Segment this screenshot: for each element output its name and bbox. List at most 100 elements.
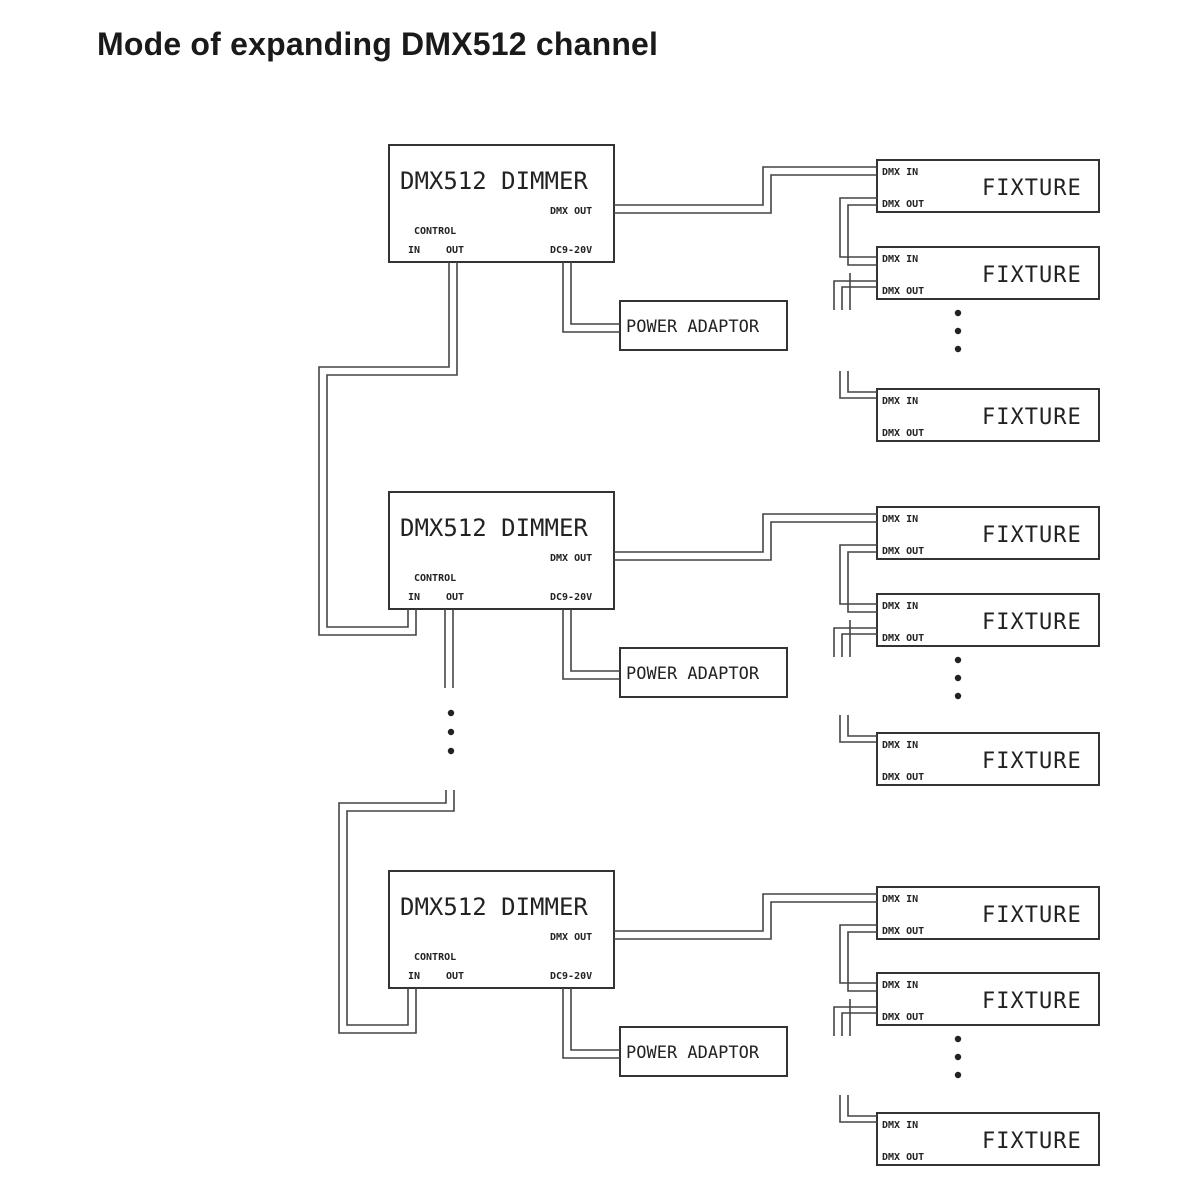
dmx-cable-stub	[833, 627, 877, 657]
continuation-dot	[954, 692, 962, 700]
dmx-out-port-label: DMX OUT	[550, 932, 592, 943]
dmx512-dimmer: DMX512 DIMMER DMX OUT CONTROL IN OUT DC9-20V	[388, 144, 615, 263]
fixture-dmx-in-label: DMX IN	[882, 601, 918, 612]
fixture-label: FIXTURE	[982, 610, 1082, 635]
fixture-dmx-in-label: DMX IN	[882, 254, 918, 265]
fixture-dmx-in-label: DMX IN	[882, 1120, 918, 1131]
power-cable	[570, 609, 620, 672]
fixture: FIXTURE DMX IN DMX OUT	[876, 886, 1100, 940]
dmx-out-port-label: DMX OUT	[550, 206, 592, 217]
fixture-dmx-out-label: DMX OUT	[882, 772, 924, 783]
power-adaptor-label: POWER ADAPTOR	[626, 664, 760, 684]
continuation-dot	[954, 1053, 962, 1061]
fixture-label: FIXTURE	[982, 523, 1082, 548]
fixture-dmx-in-label: DMX IN	[882, 514, 918, 525]
diagram-title: Mode of expanding DMX512 channel	[97, 26, 659, 62]
power-adaptor-box	[619, 647, 788, 698]
fixture: FIXTURE DMX IN DMX OUT	[876, 506, 1100, 560]
fixture-dmx-out-label: DMX OUT	[882, 926, 924, 937]
dmx-cable	[847, 1095, 877, 1117]
dmx-cable	[839, 1095, 877, 1123]
dmx-cable-stub	[841, 286, 877, 310]
fixture-dmx-in-label: DMX IN	[882, 396, 918, 407]
control-in-label: IN	[408, 245, 420, 256]
fixture-label: FIXTURE	[982, 903, 1082, 928]
control-in-label: IN	[408, 971, 420, 982]
power-cable	[562, 262, 620, 333]
power-cable	[562, 988, 620, 1059]
fixture-dmx-out-label: DMX OUT	[882, 546, 924, 557]
dimmer-box	[388, 870, 615, 989]
fixture-dmx-out-label: DMX OUT	[882, 1152, 924, 1163]
continuation-dot	[954, 309, 962, 317]
control-out-label: OUT	[446, 592, 464, 603]
dmx-cable	[839, 197, 877, 258]
power-adaptor: POWER ADAPTOR	[562, 988, 788, 1077]
dimmer-box	[388, 144, 615, 263]
dmx-cable	[847, 371, 877, 393]
control-out-label: OUT	[446, 245, 464, 256]
fixture-dmx-out-label: DMX OUT	[882, 286, 924, 297]
fixture-box	[876, 593, 1100, 647]
dmx-cable	[614, 521, 877, 561]
dmx-cable	[839, 715, 877, 743]
dmx-cable	[839, 371, 877, 399]
dmx-cable	[614, 513, 877, 553]
dimmer-label: DMX512 DIMMER	[400, 893, 588, 921]
dimmer-box	[388, 491, 615, 610]
control-cable	[338, 790, 447, 1034]
fixture-chain	[614, 513, 962, 743]
dmx-cable-stub	[833, 280, 877, 310]
dmx-cable	[614, 893, 877, 932]
power-adaptor-box	[619, 1026, 788, 1077]
power-adaptor-label: POWER ADAPTOR	[626, 317, 760, 337]
fixture-dmx-out-label: DMX OUT	[882, 199, 924, 210]
power-port-label: DC9-20V	[550, 971, 592, 982]
control-out-label: OUT	[446, 971, 464, 982]
dmx-cable	[839, 544, 877, 605]
dmx-cable	[847, 204, 877, 266]
control-in-label: IN	[408, 592, 420, 603]
power-port-label: DC9-20V	[550, 592, 592, 603]
dmx-cable-stub	[841, 633, 877, 657]
dmx-cable	[847, 931, 877, 992]
power-adaptor: POWER ADAPTOR	[562, 609, 788, 698]
fixture-dmx-in-label: DMX IN	[882, 740, 918, 751]
fixture-label: FIXTURE	[982, 176, 1082, 201]
control-label: CONTROL	[414, 226, 456, 237]
continuation-dot	[954, 1035, 962, 1043]
continuation-dot	[447, 747, 455, 755]
dimmer-label: DMX512 DIMMER	[400, 167, 588, 195]
control-cables	[318, 262, 458, 1034]
control-cable	[346, 790, 455, 1026]
continuation-dot	[954, 674, 962, 682]
dmx-cable-stub	[841, 1012, 877, 1036]
control-label: CONTROL	[414, 573, 456, 584]
fixture-dmx-in-label: DMX IN	[882, 980, 918, 991]
power-cable	[570, 988, 620, 1051]
dmx-cable	[847, 715, 877, 737]
fixture-dmx-out-label: DMX OUT	[882, 1012, 924, 1023]
dmx-cable	[847, 551, 877, 613]
dmx-cable-stub	[833, 1006, 877, 1036]
fixture-dmx-out-label: DMX OUT	[882, 633, 924, 644]
fixture-box	[876, 159, 1100, 213]
fixture-box	[876, 388, 1100, 442]
fixture-chain	[614, 893, 962, 1123]
fixture-box	[876, 886, 1100, 940]
fixture-box	[876, 732, 1100, 786]
dmx-cable	[614, 166, 877, 206]
fixture-box	[876, 972, 1100, 1026]
power-cable	[570, 262, 620, 325]
fixture-box	[876, 506, 1100, 560]
fixture-dmx-in-label: DMX IN	[882, 894, 918, 905]
power-port-label: DC9-20V	[550, 245, 592, 256]
